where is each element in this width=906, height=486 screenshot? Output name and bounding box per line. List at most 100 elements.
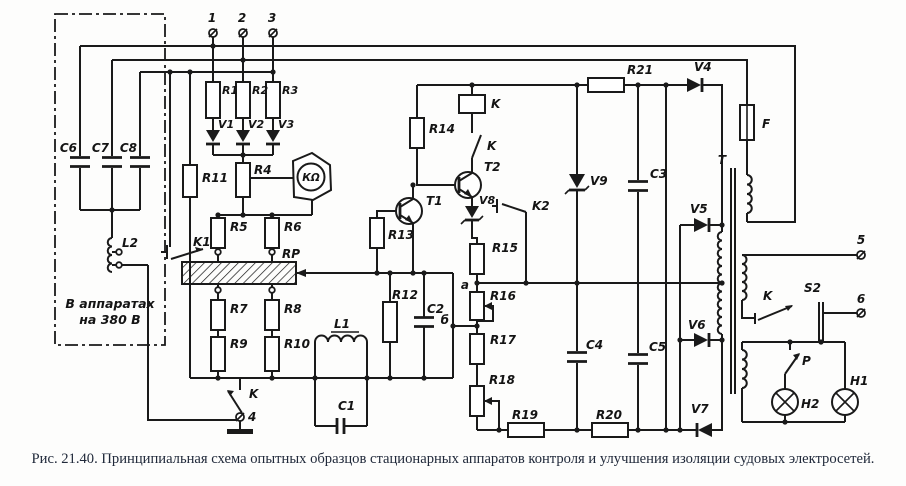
r18-label: R18 [489, 373, 515, 387]
v4-label: V4 [694, 60, 712, 74]
resistor-r8 [264, 299, 280, 331]
v5-label: V5 [690, 202, 708, 216]
resistor-r10 [264, 336, 280, 372]
transistor-t1 [395, 197, 423, 225]
relay-coil-k [458, 94, 486, 114]
k2-label: K2 [532, 199, 550, 213]
r18-wiper-arrow [484, 397, 492, 405]
s2-label: S2 [804, 281, 821, 295]
lamp-h1 [831, 388, 859, 416]
k-ground-label: K [249, 387, 260, 401]
r21-label: R21 [627, 63, 653, 77]
v8-label: V8 [479, 194, 496, 207]
diode-v3 [266, 130, 280, 142]
resistor-r3 [265, 81, 281, 119]
r6-label: R6 [284, 220, 302, 234]
c8-label: C8 [120, 141, 137, 155]
terminal-6-label: 6 [857, 292, 865, 306]
resistor-r21 [587, 77, 625, 93]
r2-label: R2 [252, 84, 268, 97]
c3-label: C3 [650, 167, 667, 181]
t2-label: T2 [484, 160, 501, 174]
rheostat-rp [181, 261, 297, 285]
diode-v1 [206, 130, 220, 142]
transistor-t2 [454, 171, 482, 199]
rp-label: RP [282, 247, 300, 261]
resistor-r13 [369, 217, 385, 249]
v1-label: V1 [218, 118, 234, 131]
wire-network [79, 37, 857, 431]
inductor-l1 [314, 334, 368, 343]
resistor-r11 [182, 164, 198, 198]
terminal-1-label: 1 [208, 11, 216, 25]
c6-label: C6 [60, 141, 77, 155]
schematic-canvas: КΩ [54, 11, 868, 438]
resistor-r15 [469, 243, 485, 275]
transformer-label: T [718, 153, 727, 167]
note-line1: В аппаратах [65, 296, 155, 311]
r12-label: R12 [392, 288, 418, 302]
r9-label: R9 [230, 337, 248, 351]
v3-label: V3 [278, 118, 295, 131]
capacitor-c2 [414, 316, 434, 328]
resistor-r16 [469, 291, 485, 321]
resistor-r12 [382, 301, 398, 343]
lamp-h2 [771, 388, 799, 416]
k-coil-label: K [491, 97, 502, 111]
transformer-primary-winding [746, 174, 753, 214]
c5-label: C5 [649, 340, 666, 354]
resistor-r9 [210, 336, 226, 372]
k1-label: K1 [193, 235, 211, 249]
terminal-5-label: 5 [857, 233, 865, 247]
contact-k2 [492, 199, 527, 213]
r17-label: R17 [490, 333, 517, 347]
r16-wiper-arrow [484, 302, 492, 310]
rp-wiper-arrow [296, 269, 306, 277]
fuse-label: F [762, 117, 771, 131]
r19-label: R19 [512, 408, 538, 422]
c2-label: C2 [427, 302, 444, 316]
p-label: P [802, 354, 811, 368]
diode-v5 [694, 218, 708, 232]
v7-label: V7 [691, 402, 709, 416]
r4-label: R4 [254, 163, 272, 177]
meter-label: КΩ [302, 172, 320, 184]
resistor-r17 [469, 333, 485, 365]
megohm-meter: КΩ [291, 151, 333, 202]
capacitors [70, 156, 648, 434]
capacitor-c4 [567, 351, 587, 363]
resistor-r20 [591, 422, 629, 438]
r7-label: R7 [230, 302, 248, 316]
transformer-output-winding-2 [741, 349, 748, 389]
r20-label: R20 [596, 408, 622, 422]
ground-symbol [227, 429, 253, 434]
r1-label: R1 [222, 84, 238, 97]
resistor-r1 [205, 81, 221, 119]
zener-v9 [569, 174, 585, 188]
transformer-core [730, 168, 736, 394]
transformer-output-winding-1 [741, 254, 748, 301]
apparatus-boundary-box [54, 13, 166, 346]
diode-v6 [694, 333, 708, 347]
c1-label: C1 [338, 399, 355, 413]
r8-label: R8 [284, 302, 302, 316]
diode-v7 [698, 423, 712, 437]
diode-v4 [687, 78, 701, 92]
resistor-r18 [469, 385, 485, 417]
capacitor-c3 [628, 180, 648, 192]
figure-caption: Рис. 21.40. Принципиальная схема опытных… [31, 451, 875, 467]
r3-label: R3 [282, 84, 298, 97]
capacitor-c5 [628, 353, 648, 365]
resistor-r19 [507, 422, 545, 438]
l2-label: L2 [122, 236, 138, 250]
resistor-r2 [235, 81, 251, 119]
h2-label: H2 [801, 397, 819, 411]
diode-v2 [236, 130, 250, 142]
resistor-r14 [409, 117, 425, 149]
terminal-4-label: 4 [247, 410, 256, 424]
t1-label: T1 [426, 194, 443, 208]
contact-k-amp [471, 134, 482, 159]
capacitor-c6 [70, 156, 90, 168]
fuse-f [739, 104, 755, 141]
r15-label: R15 [492, 241, 518, 255]
